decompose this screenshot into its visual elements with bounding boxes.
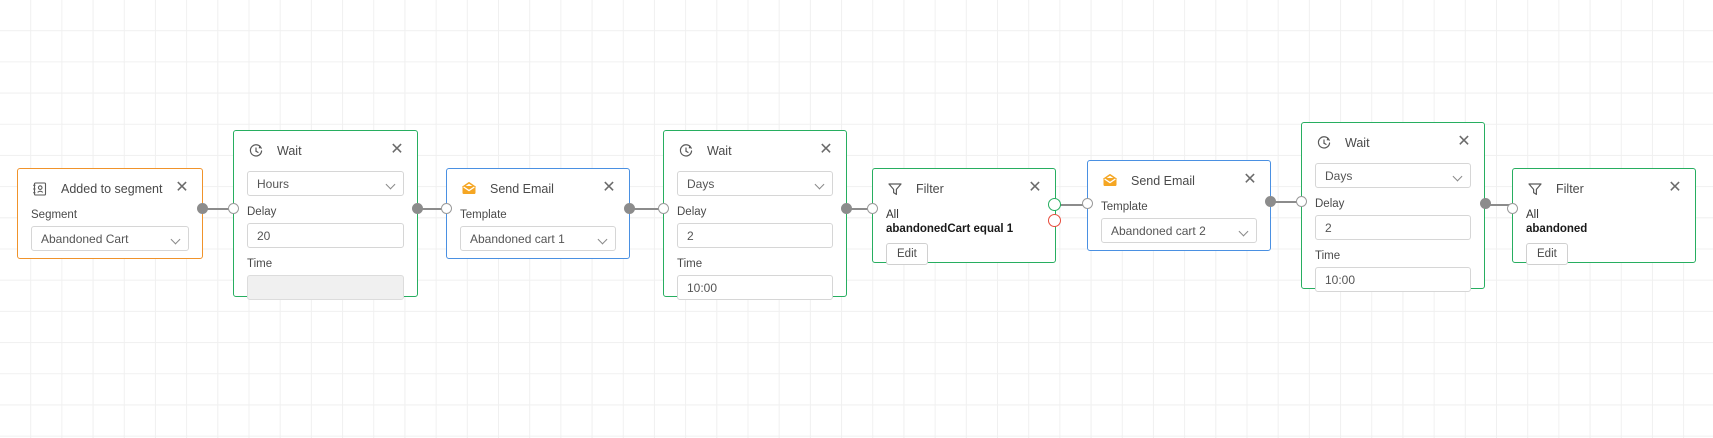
close-icon[interactable]: ✕ [390,141,404,158]
filter-expression: abandonedCart equal 1 [886,223,1014,235]
source-handle-trigger[interactable] [197,203,208,214]
clock-icon [1315,134,1333,152]
node-added-to-segment[interactable]: Added to segment ✕ Segment Abandoned Car… [17,168,203,259]
target-handle-wait-2[interactable] [658,203,669,214]
wait-unit-select[interactable]: Days [677,171,833,196]
filter-match-mode: All [886,209,899,221]
close-icon[interactable]: ✕ [602,179,616,196]
template-label: Template [1101,201,1148,213]
time-input [247,275,404,300]
delay-label: Delay [677,206,707,218]
filter-expression: abandoned [1526,223,1588,235]
segment-label: Segment [31,209,78,221]
template-label: Template [460,209,507,221]
edge-wait2-to-filter1 [847,208,875,210]
delay-input[interactable]: 2 [1315,215,1471,240]
edge-email1-to-wait2 [630,208,664,210]
source-handle-wait-1[interactable] [412,203,423,214]
edge-email2-to-wait3 [1272,201,1304,203]
close-icon[interactable]: ✕ [1668,179,1682,196]
node-title: Wait [707,144,732,158]
source-handle-filter-1-true[interactable] [1048,198,1061,211]
funnel-icon [886,180,904,198]
target-handle-filter-2[interactable] [1507,203,1518,214]
delay-label: Delay [1315,198,1345,210]
wait-unit-select[interactable]: Days [1315,163,1471,188]
node-wait-3[interactable]: Wait ✕ Days Delay 2 Time 10:00 [1301,122,1485,292]
time-label: Time [1315,250,1341,262]
delay-label: Delay [247,206,277,218]
node-title: Send Email [1131,174,1195,188]
source-handle-wait-3[interactable] [1480,198,1491,209]
node-wait-2[interactable]: Wait ✕ Days Delay 2 Time 10:00 [663,130,847,300]
node-title: Filter [1556,182,1584,196]
node-header: Wait ✕ [677,141,833,161]
segment-select[interactable]: Abandoned Cart [31,226,189,251]
template-select[interactable]: Abandoned cart 1 [460,226,616,251]
node-header: Filter ✕ [886,179,1042,199]
node-filter-2[interactable]: Filter ✕ All abandoned Edit [1512,168,1696,265]
node-send-email-1[interactable]: Send Email ✕ Template Abandoned cart 1 [446,168,630,259]
time-input[interactable]: 10:00 [677,275,833,300]
edge-wait3-to-filter2 [1486,204,1514,206]
node-header: Wait ✕ [1315,133,1471,153]
funnel-icon [1526,180,1544,198]
target-handle-filter-1[interactable] [867,203,878,214]
node-header: Filter ✕ [1526,179,1682,199]
delay-input[interactable]: 2 [677,223,833,248]
edge-trigger-to-wait1 [203,208,235,210]
close-icon[interactable]: ✕ [1243,171,1257,188]
target-handle-wait-1[interactable] [228,203,239,214]
wait-unit-select[interactable]: Hours [247,171,404,196]
time-input[interactable]: 10:00 [1315,267,1471,292]
time-label: Time [677,258,703,270]
edge-filter1-to-email2 [1060,204,1088,206]
target-handle-send-email-1[interactable] [441,203,452,214]
source-handle-filter-1-false[interactable] [1048,214,1061,227]
target-handle-send-email-2[interactable] [1082,198,1093,209]
contact-card-icon [31,180,49,198]
node-title: Added to segment [61,182,163,196]
close-icon[interactable]: ✕ [1457,133,1471,150]
source-handle-wait-2[interactable] [841,203,852,214]
node-header: Wait ✕ [247,141,404,161]
close-icon[interactable]: ✕ [175,179,189,196]
node-wait-1[interactable]: Wait ✕ Hours Delay 20 Time [233,130,418,300]
node-title: Wait [1345,136,1370,150]
delay-input[interactable]: 20 [247,223,404,248]
edit-filter-button[interactable]: Edit [886,243,928,265]
close-icon[interactable]: ✕ [1028,179,1042,196]
template-select[interactable]: Abandoned cart 2 [1101,218,1257,243]
edit-filter-button[interactable]: Edit [1526,243,1568,265]
node-title: Filter [916,182,944,196]
node-header: Send Email ✕ [1101,171,1257,191]
envelope-icon [1101,172,1119,190]
clock-icon [677,142,695,160]
close-icon[interactable]: ✕ [819,141,833,158]
clock-icon [247,142,265,160]
node-header: Send Email ✕ [460,179,616,199]
node-title: Wait [277,144,302,158]
envelope-icon [460,180,478,198]
node-header: Added to segment ✕ [31,179,189,199]
target-handle-wait-3[interactable] [1296,196,1307,207]
edge-wait1-to-email1 [418,208,448,210]
time-label: Time [247,258,273,270]
source-handle-send-email-2[interactable] [1265,196,1276,207]
source-handle-send-email-1[interactable] [624,203,635,214]
filter-match-mode: All [1526,209,1539,221]
node-filter-1[interactable]: Filter ✕ All abandonedCart equal 1 Edit [872,168,1056,265]
node-send-email-2[interactable]: Send Email ✕ Template Abandoned cart 2 [1087,160,1271,251]
node-title: Send Email [490,182,554,196]
